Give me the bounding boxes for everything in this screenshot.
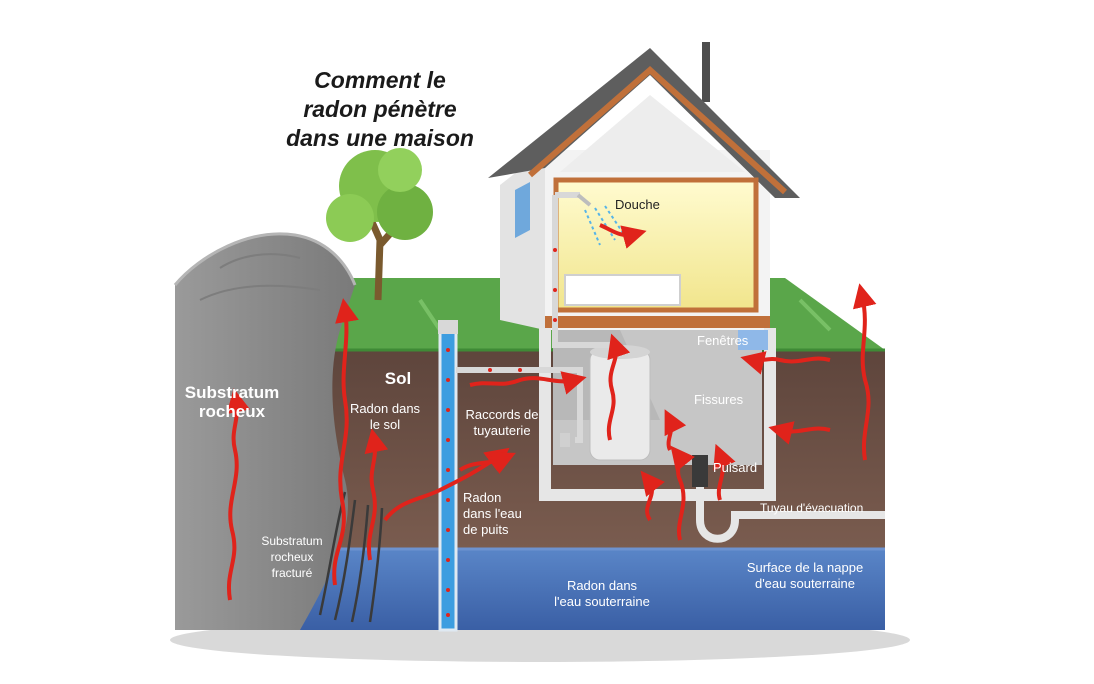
well-pipe [438,320,458,632]
title-line-1: Comment le [314,67,446,93]
sump-drain [696,460,885,543]
chimney-icon [702,42,710,102]
title-line-3: dans une maison [286,125,474,151]
label-nappe-eau: Surface de la nappe d'eau souterraine [746,560,864,591]
label-fissures: Fissures [694,392,744,407]
label-sol: Sol [384,369,412,388]
label-tuyau-evacuation: Tuyau d'évacuation [760,501,864,515]
label-fenetres: Fenêtres [697,333,749,348]
sump-pit [692,455,708,487]
house-wall-left [500,150,545,330]
title-line-2: radon pénètre [303,96,457,122]
basement-window [738,330,768,350]
label-radon-puits: Radon dans l'eau de puits [463,490,522,537]
label-raccords: Raccords de tuyauterie [465,407,539,438]
groundwater-layer [185,548,885,630]
tree-icon [326,148,433,301]
label-douche: Douche [615,197,660,212]
radon-dots [446,248,557,617]
radon-arrows [226,223,877,601]
label-puisard: Puisard [713,460,758,475]
label-substratum-rocheux: Substratum rocheux [184,383,280,421]
label-substratum-fracture: Substratum rocheux fracturé [261,534,323,580]
label-radon-eau-souterraine: Radon dans l'eau souterraine [554,578,650,609]
diagram-title: Comment le radon pénètre dans une maison [255,66,505,153]
label-radon-sol: Radon dans le sol [349,401,421,432]
bathtub [564,274,681,306]
water-heater [589,345,651,461]
bedrock-outcrop [175,233,355,630]
